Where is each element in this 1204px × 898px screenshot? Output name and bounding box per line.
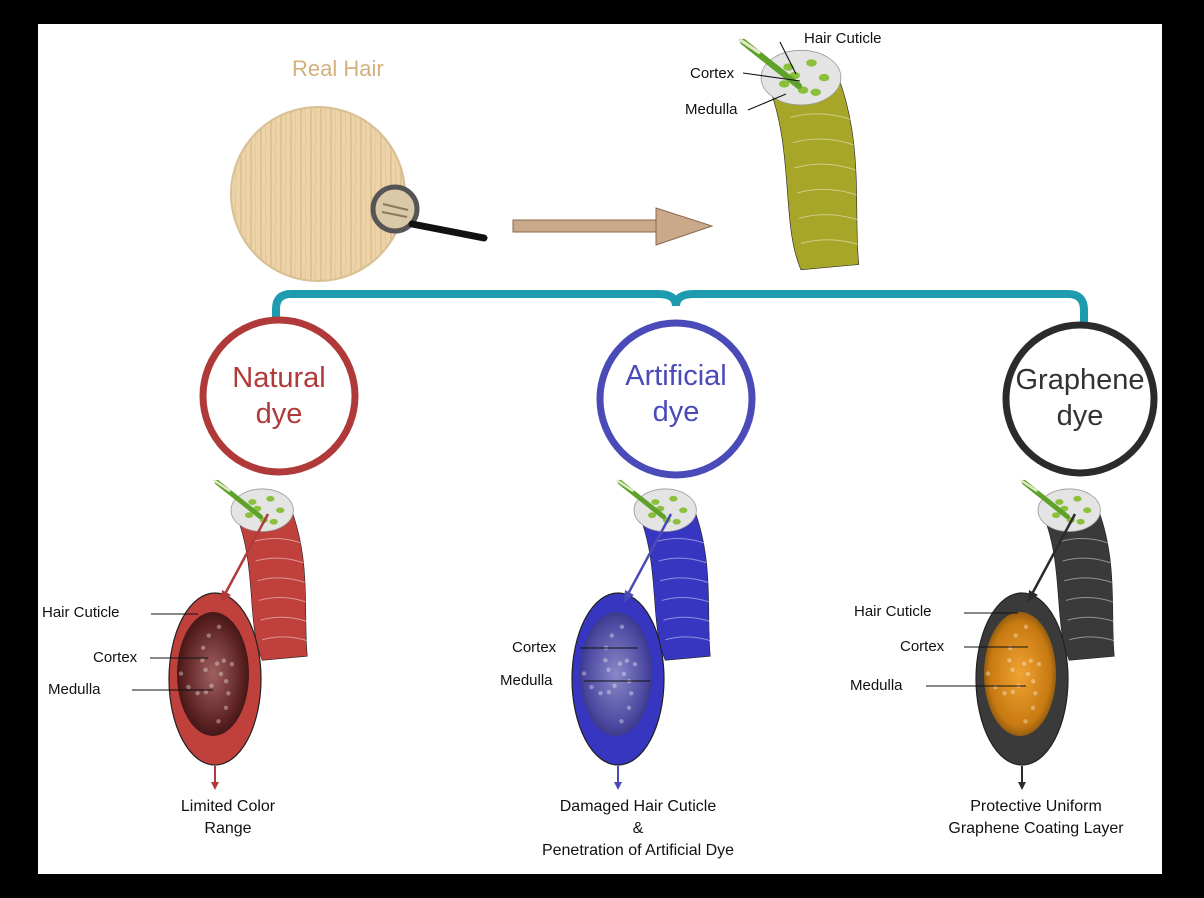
artificial-label-medulla: Medulla xyxy=(500,672,553,690)
hair-strand-2 xyxy=(976,481,1117,790)
top-label-hair-cuticle: Hair Cuticle xyxy=(804,30,882,48)
graphene-label-hair-cuticle: Hair Cuticle xyxy=(854,603,932,621)
branch-connector xyxy=(276,294,1084,322)
natural-label-hair-cuticle: Hair Cuticle xyxy=(42,604,120,622)
natural-label-medulla: Medulla xyxy=(48,681,101,699)
real-hair-disc xyxy=(231,107,484,281)
natural-label-cortex: Cortex xyxy=(93,649,137,667)
hair-strand-1 xyxy=(572,481,713,790)
graphene-label-cortex: Cortex xyxy=(900,638,944,656)
right-arrow-icon xyxy=(513,208,712,245)
diagram-art xyxy=(38,24,1162,874)
hair-strand-top xyxy=(740,40,862,270)
graphene-label-medulla: Medulla xyxy=(850,677,903,695)
top-label-medulla: Medulla xyxy=(685,101,738,119)
hair-strand-0 xyxy=(169,481,310,790)
diagram-canvas: Real Hair Hair Cuticle Cortex Medulla Na… xyxy=(38,24,1162,874)
diagram-title: Real Hair xyxy=(292,56,384,82)
magnifier-icon xyxy=(373,187,484,238)
artificial-label-cortex: Cortex xyxy=(512,639,556,657)
artificial-caption: Damaged Hair Cuticle&Penetration of Arti… xyxy=(488,796,788,862)
top-label-cortex: Cortex xyxy=(690,65,734,83)
